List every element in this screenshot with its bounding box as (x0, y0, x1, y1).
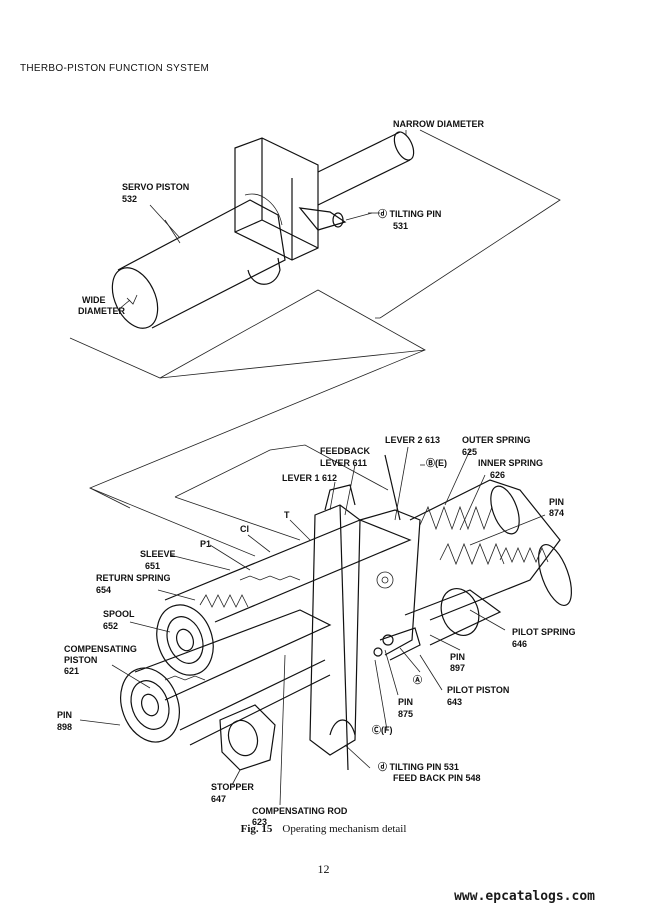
label-feed-back-pin: FEED BACK PIN 548 (393, 773, 481, 783)
label-pin875-no: 875 (398, 709, 413, 719)
label-lever2: LEVER 2 613 (385, 435, 440, 445)
label-wide-diameter-2: DIAMETER (78, 306, 126, 316)
label-outer-spring: OUTER SPRING (462, 435, 531, 445)
label-narrow-diameter: NARROW DIAMETER (393, 119, 484, 129)
label-pilot-piston-no: 643 (447, 697, 462, 707)
label-wide-diameter-1: WIDE (82, 295, 106, 305)
label-tilting-pin-top: ⓓ TILTING PIN (378, 208, 441, 219)
label-sleeve-no: 651 (145, 561, 160, 571)
label-tilting-pin-top-no: 531 (393, 221, 408, 231)
label-outer-spring-no: 625 (462, 447, 477, 457)
label-spool-no: 652 (103, 621, 118, 631)
label-sleeve: SLEEVE (140, 549, 176, 559)
label-pin874: PIN (549, 497, 564, 507)
label-p1: P1 (200, 539, 211, 549)
label-inner-spring-no: 626 (490, 470, 505, 480)
label-return-spring: RETURN SPRING (96, 573, 171, 583)
label-compensating-rod: COMPENSATING ROD (252, 806, 348, 816)
label-lever1: LEVER 1 612 (282, 473, 337, 483)
label-pin874-no: 874 (549, 508, 564, 518)
figure-title: Operating mechanism detail (282, 823, 407, 835)
label-pilot-piston: PILOT PISTON (447, 685, 509, 695)
label-servo-piston-no: 532 (122, 194, 137, 204)
figure-caption: Fig. 15 Operating mechanism detail (0, 823, 647, 835)
label-return-spring-no: 654 (96, 585, 111, 595)
figure-number: Fig. 15 (240, 823, 273, 835)
label-pin897-no: 897 (450, 663, 465, 673)
watermark-text: www.epcatalogs.com (454, 889, 595, 904)
label-stopper: STOPPER (211, 782, 254, 792)
linkage-frame (69, 289, 426, 557)
label-pin875: PIN (398, 697, 413, 707)
servo-piston-drawing (111, 129, 561, 329)
label-t: T (284, 510, 290, 520)
label-b-e: Ⓑ(E) (426, 457, 447, 468)
label-cl: Cl (240, 524, 249, 534)
label-tilting-pin-bottom: ⓓ TILTING PIN 531 (378, 761, 459, 772)
label-pin898-no: 898 (57, 722, 72, 732)
label-compensating-piston-no: 621 (64, 666, 79, 676)
label-pin897: PIN (450, 652, 465, 662)
label-pilot-spring-no: 646 (512, 639, 527, 649)
leader-lines (79, 130, 546, 806)
label-a: Ⓐ (413, 674, 422, 685)
label-c-f: Ⓒ(F) (372, 724, 393, 735)
label-compensating-rod-no: 623 (252, 817, 267, 827)
label-compensating-piston-1: COMPENSATING (64, 644, 137, 654)
label-compensating-piston-2: PISTON (64, 655, 97, 665)
label-spool: SPOOL (103, 609, 135, 619)
page-number: 12 (317, 862, 330, 876)
label-stopper-no: 647 (211, 794, 226, 804)
label-pin898: PIN (57, 710, 72, 720)
label-servo-piston: SERVO PISTON (122, 182, 189, 192)
label-pilot-spring: PILOT SPRING (512, 627, 576, 637)
label-feedback-lever-1: FEEDBACK (320, 446, 371, 456)
label-inner-spring: INNER SPRING (478, 458, 543, 468)
callout-labels: NARROW DIAMETER SERVO PISTON 532 ⓓ TILTI… (57, 119, 576, 827)
regulator-assembly (120, 454, 573, 771)
page-header: THERBO-PISTON FUNCTION SYSTEM (20, 63, 210, 74)
label-feedback-lever-2: LEVER 611 (320, 458, 367, 468)
